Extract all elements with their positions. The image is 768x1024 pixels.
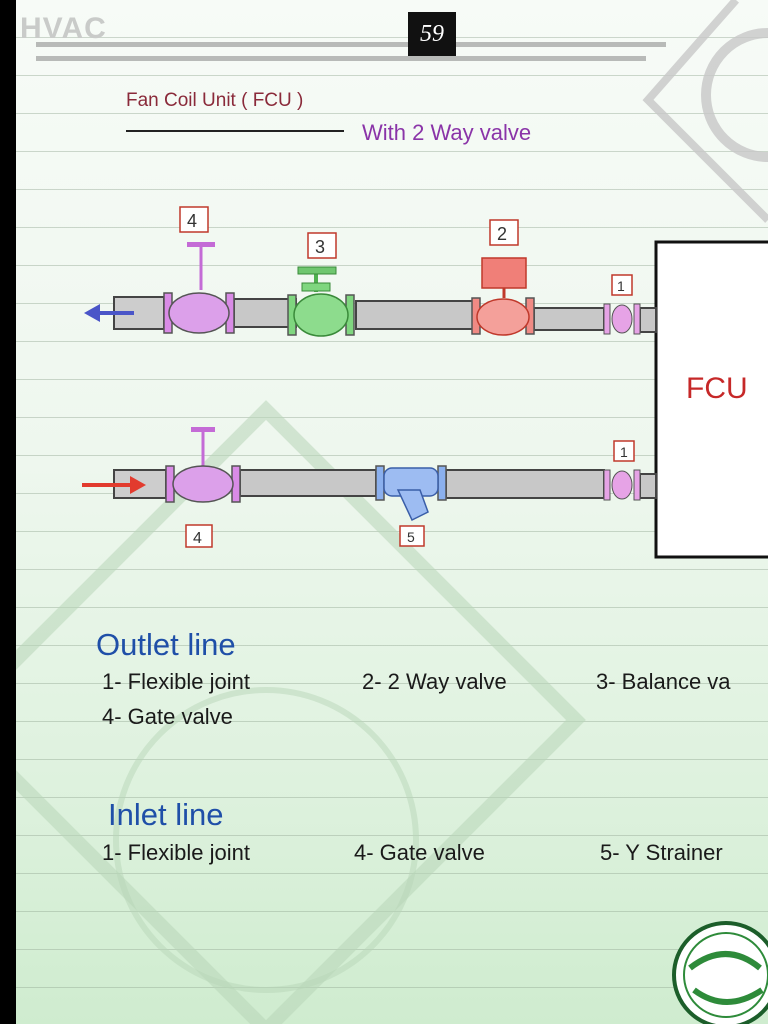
outlet-flexible-joint [603,303,641,335]
outlet-line-heading: Outlet line [96,627,236,662]
inlet-tag-5-box [399,525,425,547]
brand-watermark: HVAC [20,12,107,45]
inlet-line-heading: Inlet line [108,797,224,832]
inlet-tag-4: 4 [193,530,202,547]
outlet-tag-3: 3 [315,237,325,257]
title-underline [126,130,344,132]
fcu-piping-diagram: FCU 4 [82,206,768,559]
outlet-item-two-way-valve: 2- 2 Way valve [362,669,507,694]
inlet-tag-1-box [613,440,635,462]
two-way-valve [471,257,535,336]
fcu-label: FCU [686,372,748,405]
outlet-tag-4-box [179,206,209,233]
outlet-tag-1: 1 [617,278,625,294]
outlet-tag-1-box [611,274,633,296]
inlet-gate-valve [165,427,241,503]
outlet-arrow-icon [84,304,134,322]
inlet-tag-5: 5 [407,529,415,545]
header-rule-secondary [36,56,646,61]
page-number: 59 [408,12,456,56]
notebook-page: HVAC 59 Fan Coil Unit ( FCU ) With 2 Way… [16,0,768,1024]
outlet-item-balance-valve: 3- Balance va [596,669,731,694]
inlet-flexible-joint [603,469,641,501]
inlet-arrow-icon [82,476,146,494]
inlet-tag-1: 1 [620,444,628,460]
inlet-item-flexible-joint: 1- Flexible joint [102,840,250,865]
outlet-pipe-line [113,296,657,333]
author-logo-badge [672,921,768,1024]
ruled-lines [16,0,768,1024]
outlet-tag-2: 2 [497,224,507,244]
outlet-item-gate-valve: 4- Gate valve [102,704,233,729]
page-title: Fan Coil Unit ( FCU ) [126,90,304,111]
header-rule [36,42,666,47]
inlet-item-y-strainer: 5- Y Strainer [600,840,723,865]
outlet-tag-2-box [489,219,519,246]
inlet-pipe-line [113,469,657,499]
inlet-tag-4-box [185,524,213,548]
outlet-item-flexible-joint: 1- Flexible joint [102,669,250,694]
y-strainer [375,465,447,522]
fcu-unit-box [654,240,768,559]
balance-valve [287,266,355,337]
inlet-item-gate-valve: 4- Gate valve [354,840,485,865]
outlet-tag-4: 4 [187,211,197,231]
watermark-stamp [16,0,768,1024]
outlet-gate-valve [163,242,235,334]
outlet-tag-3-box [307,232,337,259]
page-subtitle: With 2 Way valve [362,120,532,145]
